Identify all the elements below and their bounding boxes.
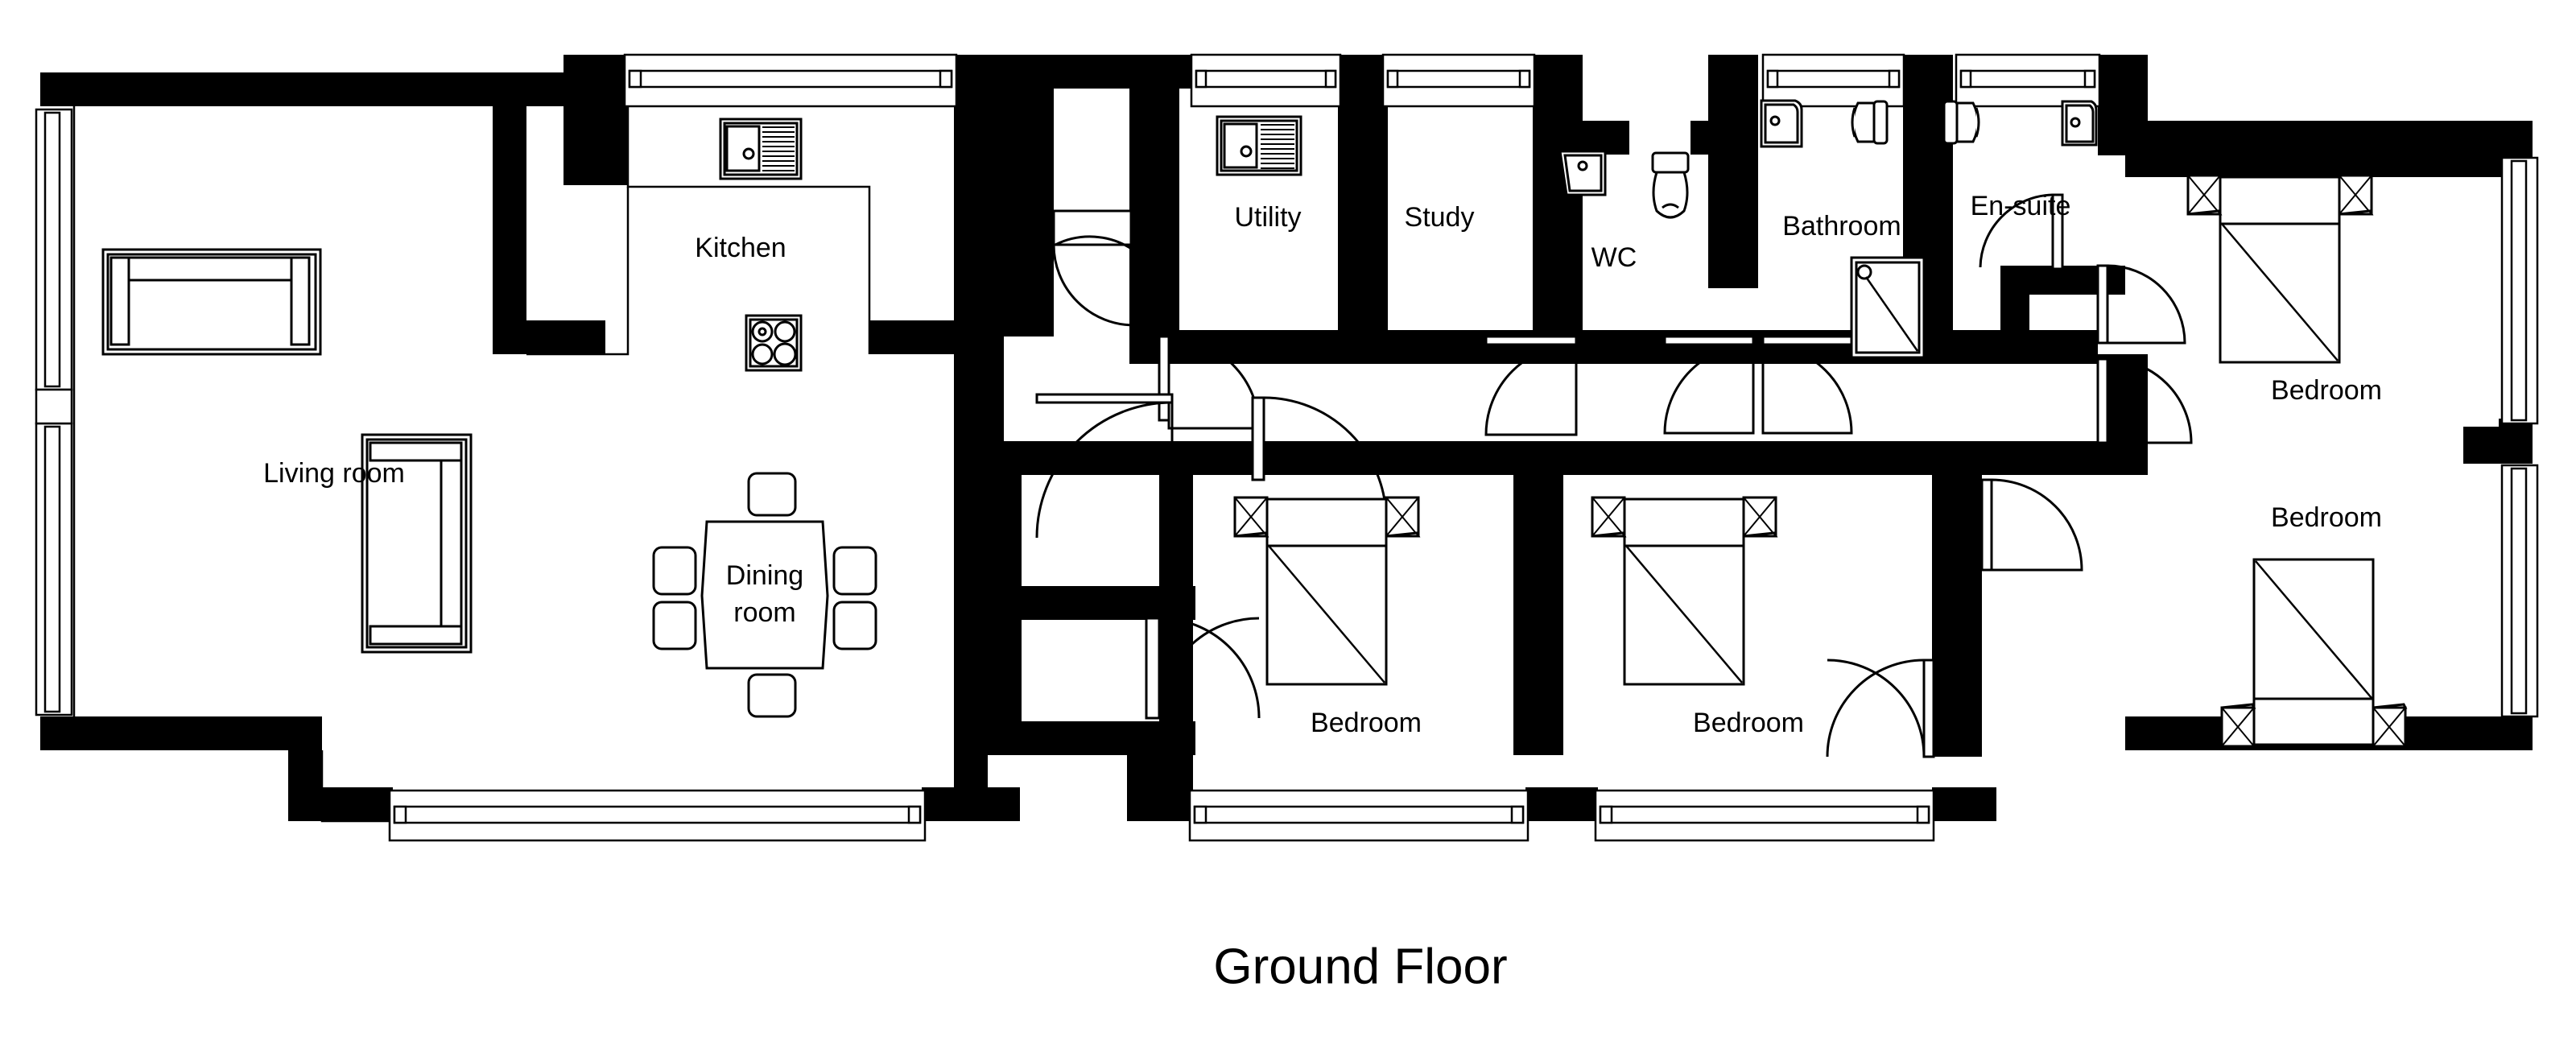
wall-ensuite-closet-bottom (1953, 334, 2050, 363)
room-label-bathroom: Bathroom (1782, 211, 1901, 242)
room-label-bedroom-right: Bedroom (2271, 502, 2382, 533)
room-label-dining-room-l2: room (733, 597, 795, 628)
window-dining-bottom (388, 789, 927, 842)
door-front-entrance (1052, 209, 1135, 327)
window-bathroom (1761, 53, 1905, 108)
window-living-left-upper (35, 108, 73, 391)
window-ensuite (1955, 53, 2101, 108)
sofa-living-right (361, 433, 473, 654)
wall-tr-top-inner (2125, 153, 2533, 177)
room-label-bedroom-top-right: Bedroom (2271, 375, 2382, 406)
window-bedroom-right (2500, 464, 2539, 718)
furniture-group (101, 99, 2408, 748)
wall-br-corner (2499, 716, 2533, 750)
wall-kitchen-pier-left-top (564, 55, 628, 89)
room-label-bedroom-mid-right: Bedroom (1693, 708, 1804, 738)
wall-living-kitchen (493, 72, 526, 354)
room-labels-group: Living room Kitchen Dining room Utility … (263, 191, 2382, 738)
wall-closet-divider-horiz (954, 586, 1195, 620)
window-living-left-mullion (35, 388, 73, 425)
dining-table-icon (652, 472, 877, 718)
wall-bottom-ml-right-pier (1525, 787, 1598, 821)
kitchen-sink-icon (719, 118, 803, 180)
bathroom-basin-icon (1760, 99, 1803, 148)
room-label-wc: WC (1591, 242, 1637, 273)
wall-bottom-living-corner (40, 716, 74, 750)
wall-right-step2 (2463, 427, 2533, 464)
ensuite-toilet-icon (1942, 100, 1980, 145)
outline-kitchen-nook (526, 187, 630, 356)
wall-top-living (40, 72, 564, 106)
utility-sink-icon (1216, 115, 1302, 176)
window-living-left-lower (35, 422, 73, 716)
wall-kitchen-bottom-right (869, 320, 1002, 354)
door-wc (1663, 335, 1755, 435)
room-label-living-room: Living room (263, 458, 405, 489)
wall-left-top (40, 72, 74, 106)
room-label-dining-room-l1: Dining (726, 560, 803, 591)
bed-right-icon (2220, 558, 2408, 748)
sofa-living-top (101, 248, 322, 356)
wall-bath-left-pier (1708, 55, 1758, 89)
window-bedroom-mid-left-bottom (1188, 789, 1530, 842)
interior-outlines (72, 89, 871, 823)
door-bedroom-mid-right-closet (1826, 659, 1935, 758)
wall-lobby-left (1004, 55, 1054, 337)
wall-wc-step-right (1690, 121, 1758, 155)
wall-utility-bottom (1159, 330, 1388, 364)
door-closet-lower (1145, 617, 1261, 720)
room-label-bedroom-mid-left: Bedroom (1311, 708, 1422, 738)
window-bedroom-top-right (2500, 156, 2539, 425)
kitchen-hob-icon (745, 314, 803, 372)
wc-basin-icon (1558, 150, 1607, 196)
wall-bottom-mr-right-pier (1932, 787, 1996, 821)
bathroom-shower-icon (1850, 256, 1926, 359)
outline-dining-step (320, 750, 393, 823)
window-utility (1190, 53, 1342, 108)
wc-toilet-icon (1651, 151, 1690, 219)
bathroom-toilet-icon (1851, 100, 1889, 145)
page-title: Ground Floor (1213, 939, 1507, 994)
wall-wc-bottom (1533, 330, 1758, 364)
wall-tr-corner (2499, 121, 2533, 155)
door-ensuite (1979, 193, 2064, 270)
wall-bedroom-ml-mr-divider (1513, 441, 1563, 755)
wall-bottom-ml-left-pier (1127, 787, 1193, 821)
bed-top-right-icon (2186, 174, 2374, 364)
wall-tr-top (2098, 121, 2533, 155)
window-study (1381, 53, 1536, 108)
wall-bottom-dining-left (288, 787, 393, 821)
window-bedroom-mid-right-bottom (1594, 789, 1935, 842)
room-label-study: Study (1405, 202, 1475, 233)
wall-wc-right (1708, 55, 1758, 288)
room-label-utility: Utility (1234, 202, 1301, 233)
outline-kitchen-worktop (626, 89, 871, 354)
wall-utility-study-divider (1338, 55, 1388, 364)
doors-group (1035, 193, 2193, 758)
ensuite-basin-icon (2061, 100, 2098, 147)
windows-group (35, 53, 2539, 842)
wall-living-kitchen-foot (493, 320, 605, 354)
door-bedroom-right (1980, 478, 2083, 572)
door-ensuite-closet (2096, 264, 2186, 345)
window-kitchen (623, 53, 958, 108)
door-study (1484, 335, 1578, 436)
wall-bottom-hall (954, 787, 1020, 821)
bed-mid-left-icon (1233, 496, 1421, 686)
door-bedroom-top-right (2096, 357, 2193, 444)
walls-group (40, 55, 2533, 821)
bed-mid-right-icon (1591, 496, 1778, 686)
door-bedroom-mid-left (1035, 393, 1174, 541)
wall-bottom-living (40, 716, 322, 750)
wall-bedroom-mr-right (1932, 475, 1982, 757)
room-label-ensuite: En-suite (1971, 191, 2071, 221)
wall-wc-left (1533, 121, 1583, 291)
room-label-kitchen: Kitchen (695, 233, 786, 263)
